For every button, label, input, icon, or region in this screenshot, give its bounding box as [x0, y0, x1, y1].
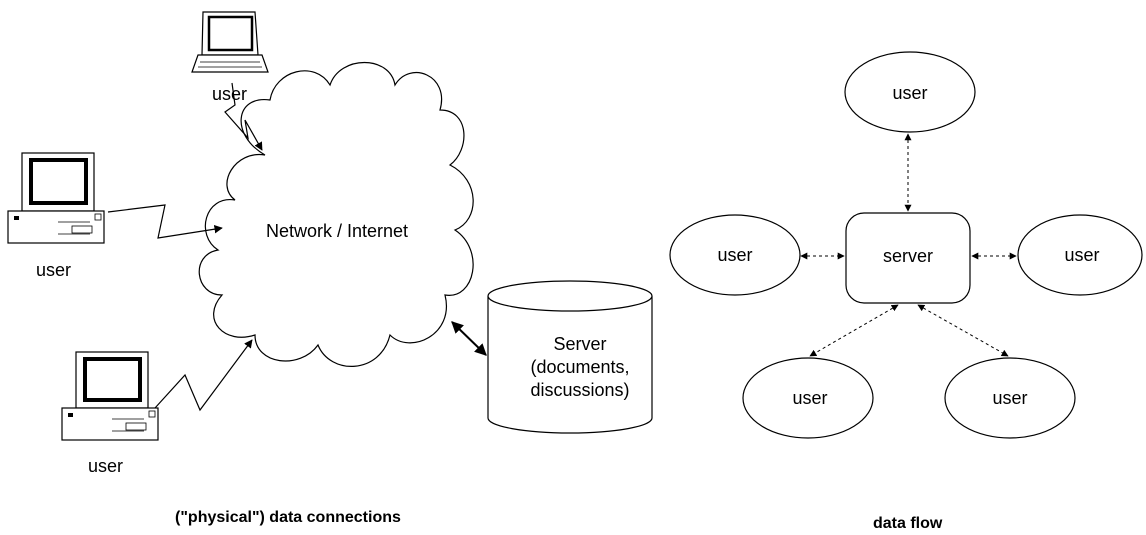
user-node-bottom-right-label: user — [992, 388, 1027, 408]
server-label-line-2: (documents, — [530, 357, 629, 377]
connection-desktop-2 — [154, 339, 253, 412]
user-node-left-label: user — [717, 245, 752, 265]
connection-desktop-1 — [107, 204, 223, 239]
server-database-icon — [487, 280, 653, 434]
user-node-top-label: user — [892, 83, 927, 103]
desktop-computer-icon — [61, 351, 159, 441]
user-node-top — [844, 51, 976, 133]
server-label-line-1: Server — [553, 334, 606, 354]
flow-bottom-right — [917, 304, 1009, 357]
user-node-right — [1017, 214, 1143, 296]
dataflow-caption: data flow — [873, 515, 943, 532]
network-cloud — [198, 62, 474, 367]
user-node-bottom-left — [742, 357, 874, 439]
server-connection — [451, 321, 487, 356]
user-label-desktop-2: user — [88, 456, 123, 476]
user-label-desktop-1: user — [36, 260, 71, 280]
user-node-bottom-left-label: user — [792, 388, 827, 408]
user-node-right-label: user — [1064, 245, 1099, 265]
user-label-laptop: user — [212, 84, 247, 104]
physical-caption: ("physical") data connections — [175, 509, 401, 526]
laptop-icon — [191, 11, 269, 73]
cloud-label: Network / Internet — [266, 221, 408, 241]
connection-laptop — [224, 82, 263, 151]
user-node-bottom-right — [944, 357, 1076, 439]
server-label-line-3: discussions) — [530, 380, 629, 400]
flow-bottom-left — [809, 304, 899, 357]
desktop-computer-icon — [7, 152, 105, 244]
user-node-left — [669, 214, 801, 296]
server-node-label: server — [883, 246, 933, 266]
server-node — [845, 212, 971, 304]
